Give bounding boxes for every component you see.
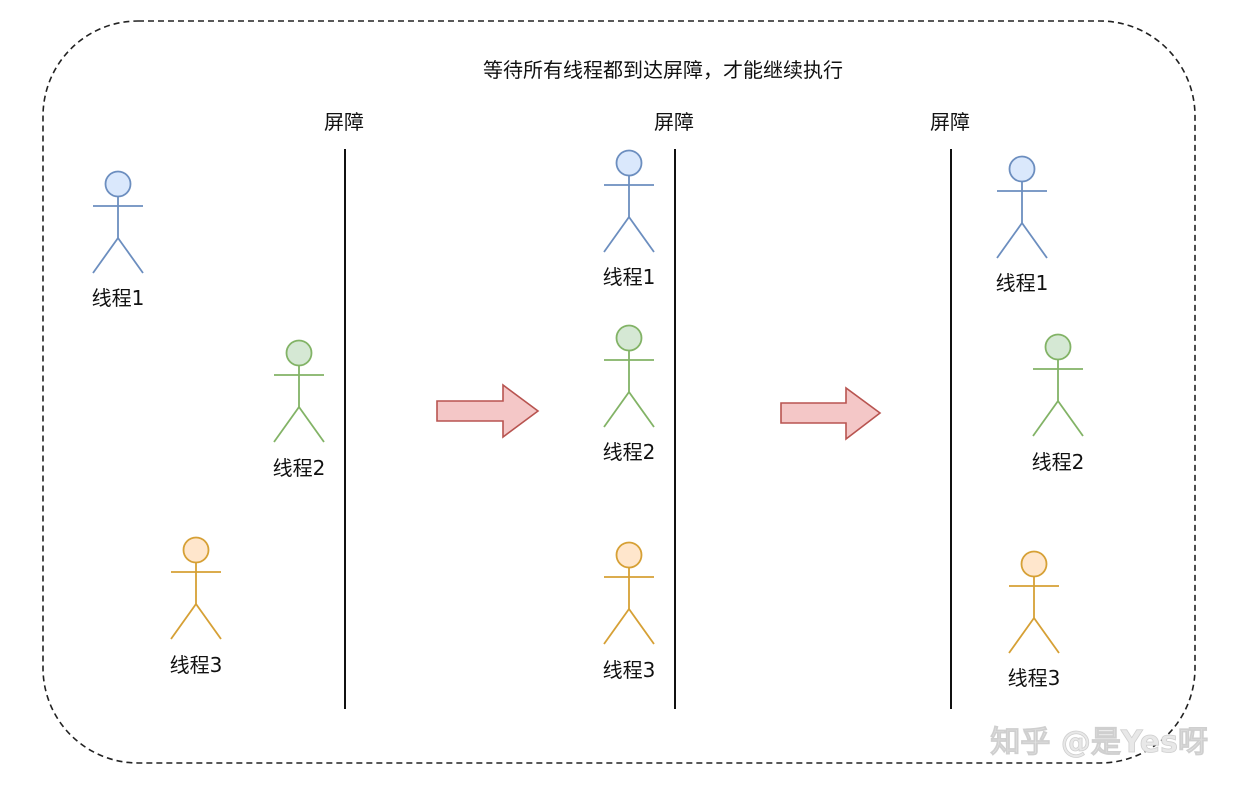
thread-2-leg-right bbox=[628, 391, 655, 428]
thread-1-figure bbox=[996, 155, 1048, 259]
thread-3-leg-right bbox=[195, 603, 222, 640]
barrier-label: 屏障 bbox=[930, 110, 970, 134]
thread-3-label: 线程3 bbox=[603, 658, 656, 682]
right-arrow-icon bbox=[436, 383, 540, 439]
thread-2-label: 线程2 bbox=[273, 456, 326, 480]
right-arrow-icon bbox=[780, 386, 882, 441]
thread-3-figure bbox=[170, 536, 222, 640]
thread-3-leg-left bbox=[603, 608, 630, 645]
thread-1-head bbox=[104, 170, 132, 198]
thread-1-label: 线程1 bbox=[92, 286, 145, 310]
thread-2-label: 线程2 bbox=[1032, 450, 1085, 474]
thread-2-leg-right bbox=[1057, 400, 1084, 437]
thread-2-head bbox=[615, 324, 643, 352]
thread-2-leg-left bbox=[603, 391, 630, 428]
thread-2-leg-left bbox=[273, 406, 300, 443]
thread-2-leg-right bbox=[298, 406, 325, 443]
watermark: 知乎 @是Yes呀 bbox=[990, 725, 1208, 760]
thread-1-leg-right bbox=[1021, 222, 1048, 259]
thread-1-figure bbox=[603, 149, 655, 253]
thread-1-head bbox=[615, 149, 643, 177]
thread-1-leg-right bbox=[628, 216, 655, 253]
thread-3-head bbox=[615, 541, 643, 569]
thread-3-leg-right bbox=[628, 608, 655, 645]
thread-3-leg-right bbox=[1033, 617, 1060, 654]
thread-3-head bbox=[1020, 550, 1048, 578]
thread-2-head bbox=[285, 339, 313, 367]
thread-2-figure bbox=[603, 324, 655, 428]
thread-1-leg-right bbox=[117, 237, 144, 274]
barrier-label: 屏障 bbox=[324, 110, 364, 134]
thread-1-leg-left bbox=[996, 222, 1023, 259]
stage-2: 屏障 线程1 线程2 线程3 bbox=[603, 110, 694, 709]
thread-1-head bbox=[1008, 155, 1036, 183]
diagram-title: 等待所有线程都到达屏障，才能继续执行 bbox=[483, 58, 843, 82]
dashed-frame bbox=[42, 20, 1196, 764]
thread-1-figure bbox=[92, 170, 144, 274]
thread-1-label: 线程1 bbox=[603, 265, 656, 289]
thread-2-leg-left bbox=[1032, 400, 1059, 437]
thread-3-leg-left bbox=[1008, 617, 1035, 654]
stage-3: 屏障 线程1 线程2 线程3 bbox=[930, 110, 1084, 709]
thread-3-figure bbox=[603, 541, 655, 645]
thread-1-leg-left bbox=[603, 216, 630, 253]
barrier-label: 屏障 bbox=[654, 110, 694, 134]
stage-1: 屏障 线程1 线程2 线程3 bbox=[92, 110, 364, 709]
thread-3-figure bbox=[1008, 550, 1060, 654]
thread-2-head bbox=[1044, 333, 1072, 361]
thread-2-figure bbox=[1032, 333, 1084, 437]
thread-3-label: 线程3 bbox=[1008, 666, 1061, 690]
thread-3-leg-left bbox=[170, 603, 197, 640]
thread-3-label: 线程3 bbox=[170, 653, 223, 677]
thread-1-label: 线程1 bbox=[996, 271, 1049, 295]
thread-2-figure bbox=[273, 339, 325, 443]
thread-1-leg-left bbox=[92, 237, 119, 274]
thread-3-head bbox=[182, 536, 210, 564]
thread-2-label: 线程2 bbox=[603, 440, 656, 464]
